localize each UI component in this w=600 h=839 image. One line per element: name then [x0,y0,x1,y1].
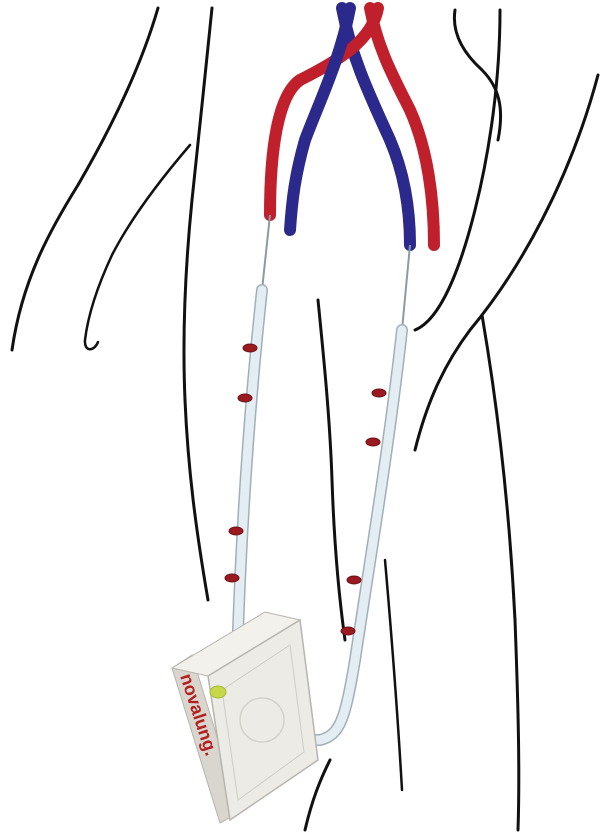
clip-left-1 [243,344,257,352]
clip-right-2 [366,438,380,446]
clip-left-2 [238,394,252,402]
clip-left-4 [225,574,239,582]
wire-left [262,215,270,290]
outline-right-leg [482,315,519,830]
cannula-right [300,330,402,740]
clip-right-4 [341,627,355,635]
outline-right-hip [415,75,598,450]
wire-right [402,245,410,330]
clip-left-3 [229,527,243,535]
outline-right-knee [385,560,402,790]
outline-left-torso [184,8,212,600]
outline-inner-thigh [318,300,345,640]
cannula-wires [262,215,410,330]
clip-right-1 [372,389,386,397]
vein-left [290,8,350,230]
artery-left [270,8,378,215]
blood-vessels [270,8,434,245]
outline-lower-leg [305,760,330,830]
outline-left-arm [12,8,158,350]
status-indicator-icon [210,686,226,698]
membrane-lung-device-icon: novalung. [172,612,318,823]
clip-right-3 [347,576,361,584]
outline-left-hand [85,145,190,349]
